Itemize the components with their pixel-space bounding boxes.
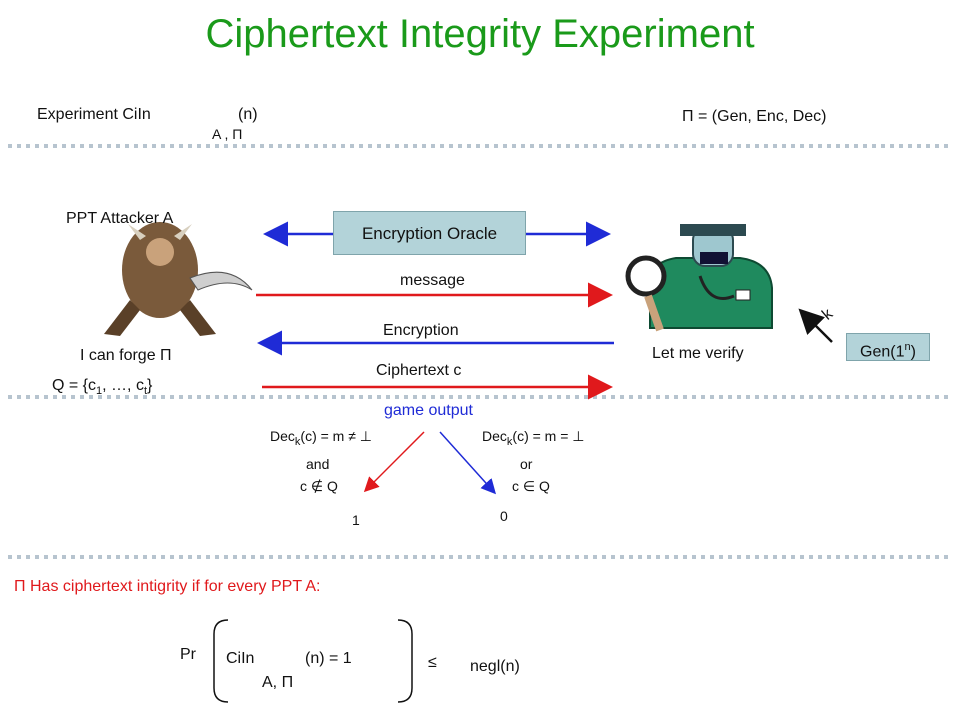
branch-right-result: 0	[500, 508, 508, 524]
message-label: message	[400, 272, 465, 289]
branch-left-membership: c ∉ Q	[300, 478, 338, 494]
branch-left-condition: Deck(c) = m ≠ ⊥	[270, 428, 373, 448]
branch-right-arrow	[439, 431, 497, 495]
branch-right-condition: Deck(c) = m = ⊥	[482, 428, 585, 448]
encryption-oracle-box: Encryption Oracle	[333, 211, 526, 255]
branch-left-arrow	[363, 431, 425, 493]
branch-right-conjunction: or	[520, 456, 533, 472]
branch-right-membership: c ∈ Q	[512, 478, 550, 494]
experiment-name: Experiment CiIn	[37, 106, 151, 123]
key-generator-box: Gen(1n)	[846, 333, 930, 361]
experiment-arg: (n)	[238, 106, 258, 123]
game-output-label: game output	[384, 402, 473, 419]
encryption-label: Encryption	[383, 322, 459, 339]
formula-arg: (n) = 1	[305, 650, 352, 667]
branch-left-result: 1	[352, 512, 360, 528]
ciphertext-label: Ciphertext c	[376, 362, 462, 379]
formula-pr: Pr	[180, 646, 196, 663]
page-title: Ciphertext Integrity Experiment	[205, 12, 755, 56]
formula-bound: negl(n)	[470, 658, 520, 675]
query-set: Q = {c1, …, ct}	[52, 377, 153, 398]
formula-leq: ≤	[428, 654, 437, 671]
attacker-avatar	[104, 222, 253, 336]
definition-text: Π Has ciphertext intigrity if for every …	[14, 578, 321, 595]
right-bracket	[397, 619, 413, 703]
left-bracket	[213, 619, 229, 703]
key-arrow	[798, 308, 833, 343]
verifier-avatar	[625, 224, 773, 332]
scheme-definition: Π = (Gen, Enc, Dec)	[682, 108, 827, 125]
attacker-claim: I can forge Π	[80, 347, 172, 364]
formula-subscript: A, Π	[262, 674, 294, 691]
branch-left-conjunction: and	[306, 456, 330, 472]
attacker-label: PPT Attacker A	[66, 210, 174, 227]
formula-ciin: CiIn	[226, 650, 255, 667]
experiment-subscript: A , Π	[212, 126, 243, 142]
verifier-label: Let me verify	[652, 345, 744, 362]
